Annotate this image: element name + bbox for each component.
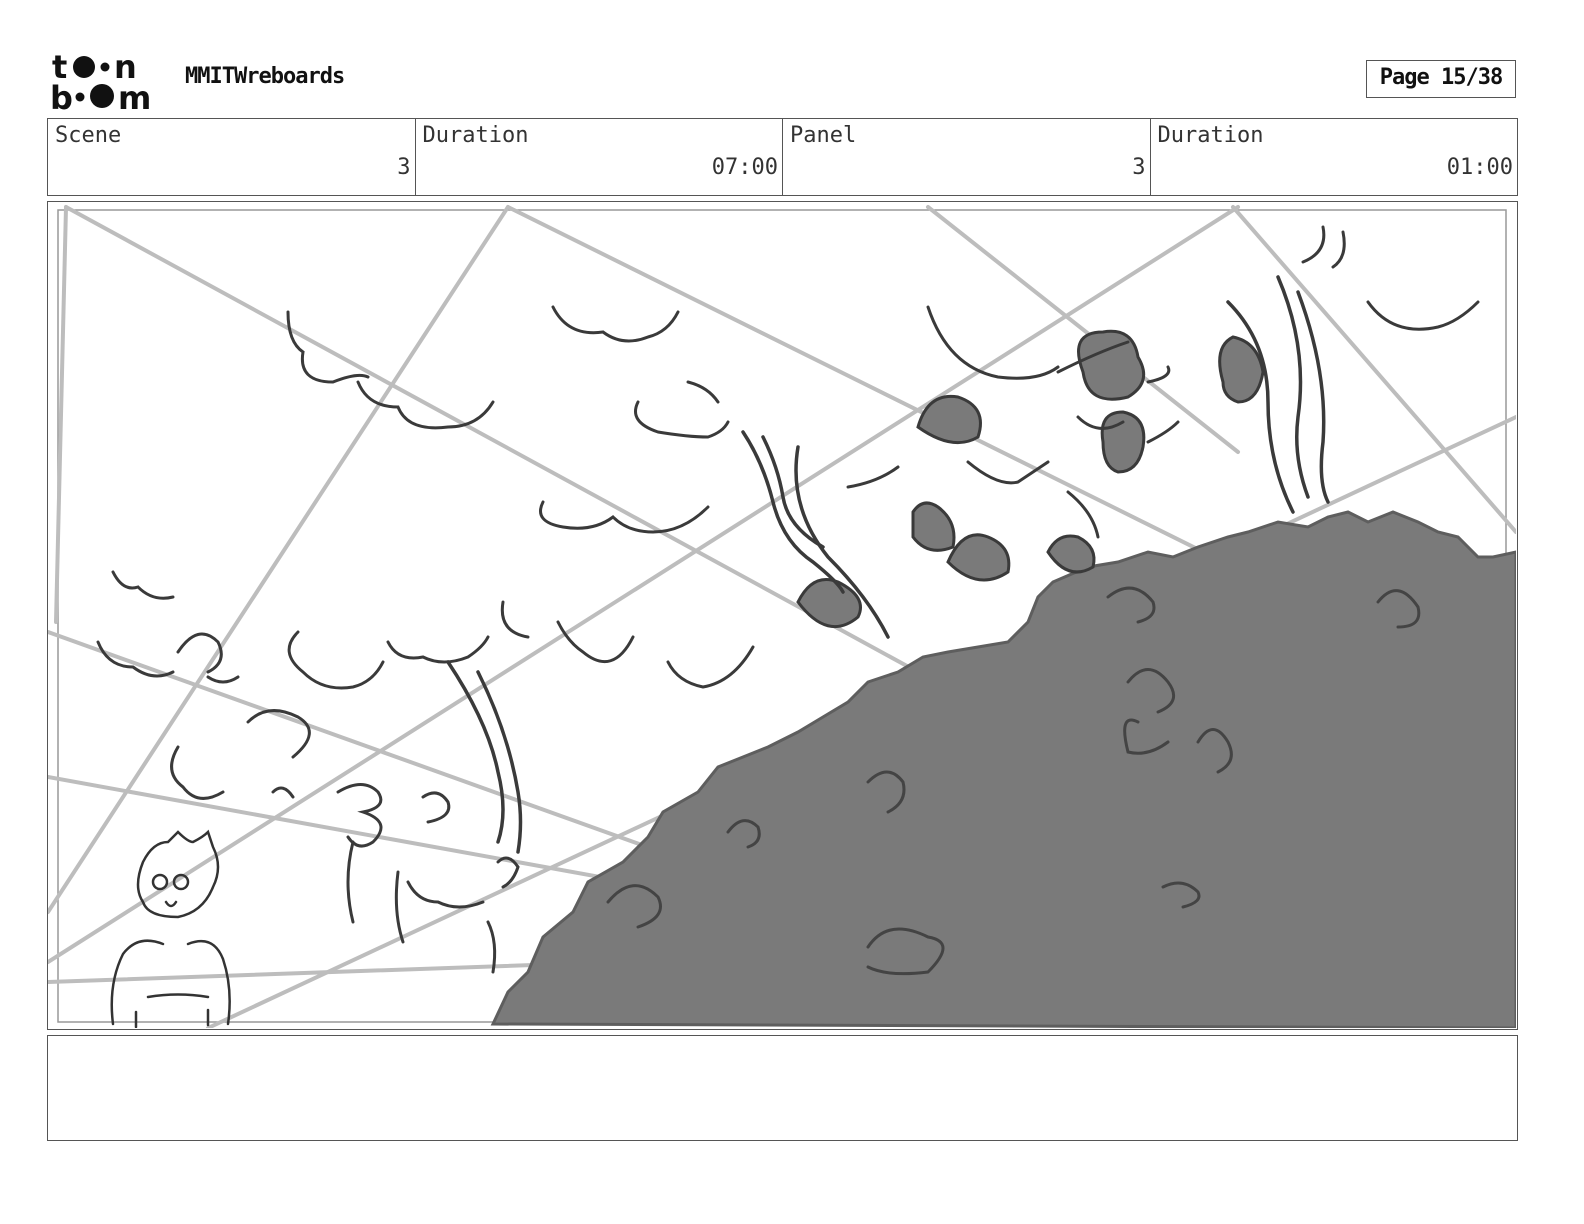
tree-canopy-strokes bbox=[96, 225, 1480, 974]
svg-text:t: t bbox=[52, 50, 67, 86]
storyboard-panel bbox=[47, 201, 1518, 1030]
scene-number: 3 bbox=[397, 155, 411, 180]
scene-label: Scene bbox=[55, 123, 122, 148]
page-indicator: Page 15/38 bbox=[1366, 60, 1516, 98]
panel-duration-value: 01:00 bbox=[1446, 155, 1513, 180]
toon-boom-logo: t n b m bbox=[50, 50, 162, 112]
bush-mass bbox=[490, 510, 1516, 1028]
scene-duration-cell: Duration 07:00 bbox=[416, 119, 783, 195]
panel-notes-box bbox=[47, 1035, 1518, 1141]
panel-duration-label: Duration bbox=[1157, 123, 1264, 148]
svg-text:n: n bbox=[114, 50, 137, 86]
character-sketch bbox=[110, 829, 231, 1028]
svg-text:m: m bbox=[118, 79, 151, 112]
bush-detail-strokes bbox=[606, 586, 1421, 976]
panel-duration-cell: Duration 01:00 bbox=[1151, 119, 1518, 195]
scene-duration-value: 07:00 bbox=[711, 155, 778, 180]
panel-sketch bbox=[48, 205, 1516, 1028]
tree-trunk-strokes bbox=[446, 275, 1330, 854]
scene-duration-label: Duration bbox=[422, 123, 529, 148]
panel-cell: Panel 3 bbox=[783, 119, 1151, 195]
scene-info-table: Scene 3 Duration 07:00 Panel 3 Duration … bbox=[47, 118, 1518, 196]
project-title: MMITWreboards bbox=[185, 64, 345, 89]
panel-number: 3 bbox=[1132, 155, 1146, 180]
svg-text:b: b bbox=[50, 79, 73, 112]
panel-label: Panel bbox=[790, 123, 857, 148]
scene-cell: Scene 3 bbox=[48, 119, 416, 195]
